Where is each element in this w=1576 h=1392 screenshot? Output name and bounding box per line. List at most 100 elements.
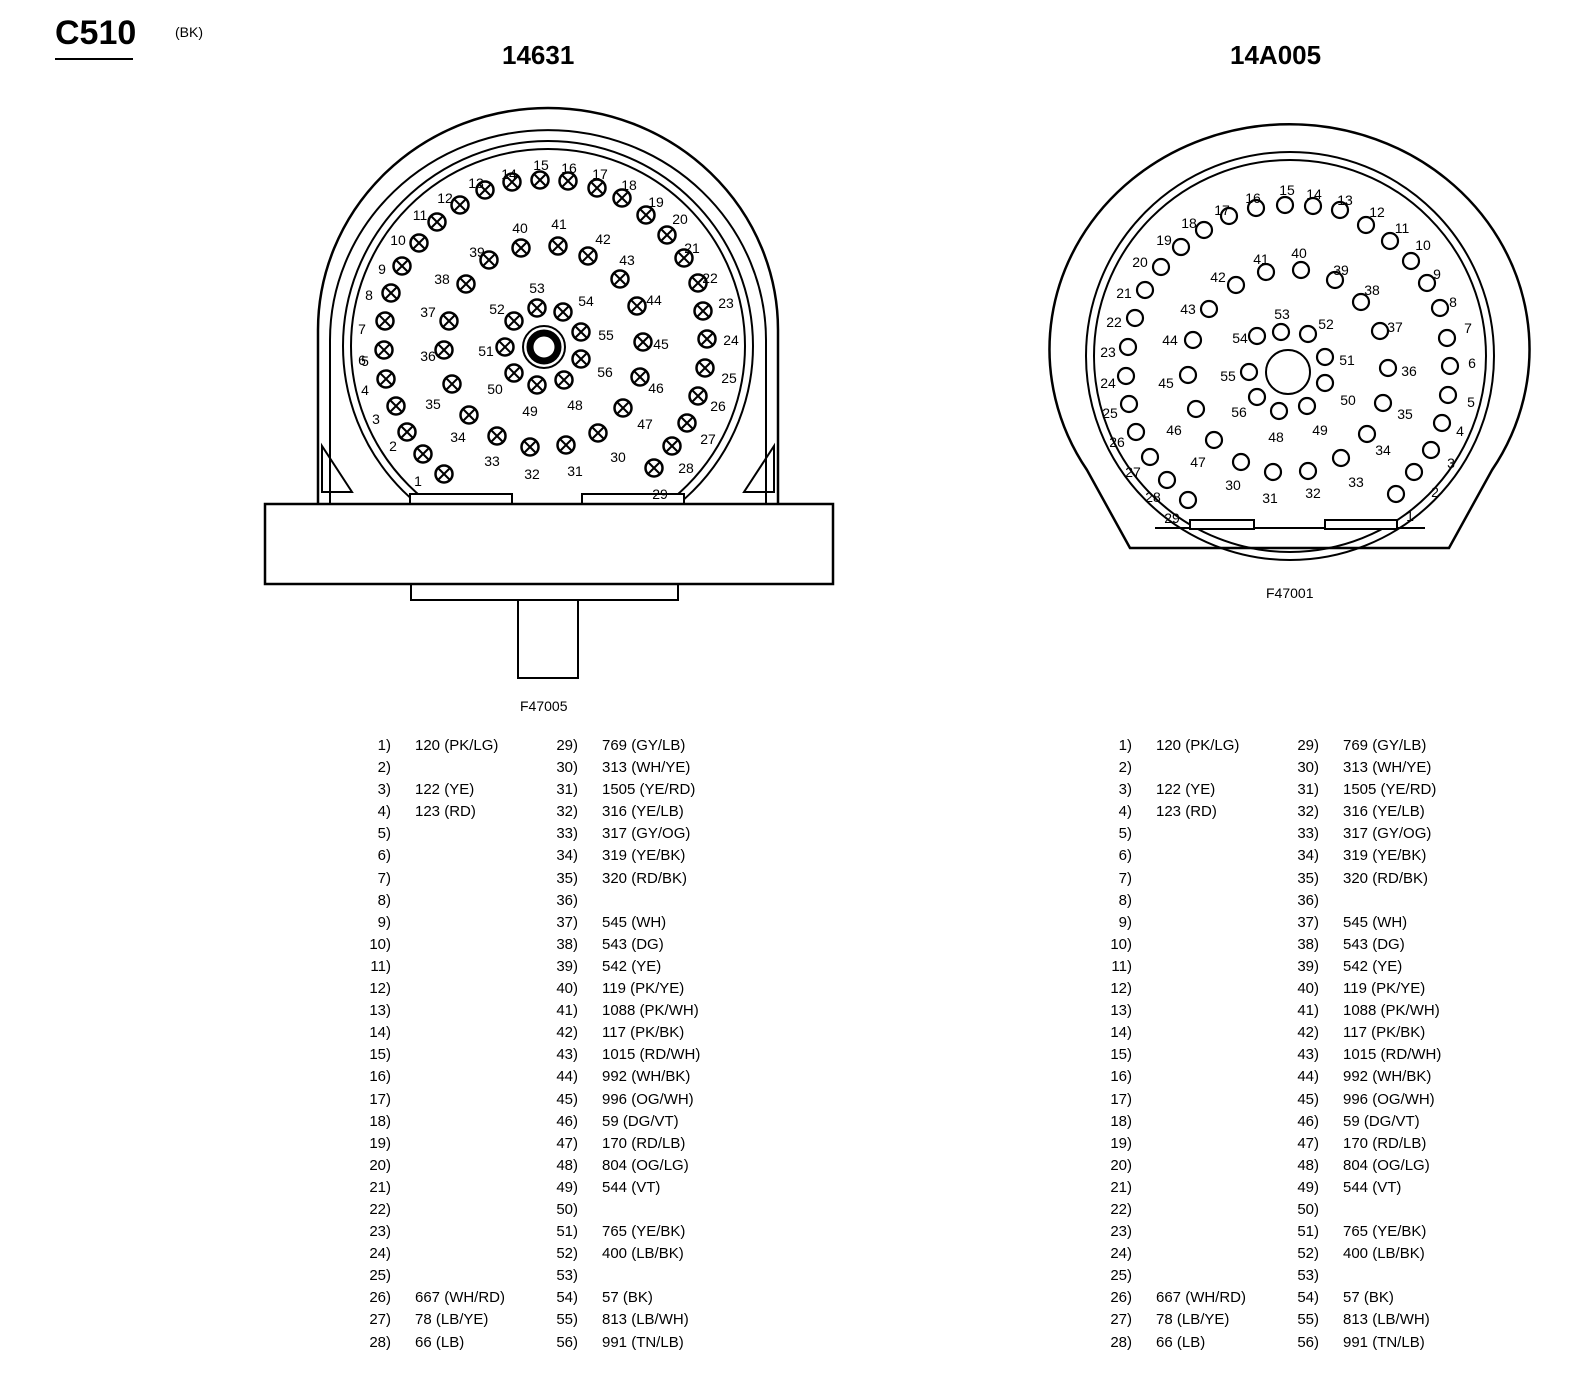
pin-cross-mark [430,215,444,229]
pin-label: 38 [434,271,450,287]
pinout-row: 12) [353,978,505,1000]
pin-label: 20 [672,211,688,227]
pinout-row: 45)996 (OG/WH) [540,1089,700,1111]
pin-number: 33) [556,825,578,843]
pin-number: 47) [556,1134,578,1152]
pin-circuit: 544 (VT) [1343,1178,1402,1196]
pin-number: 5) [1118,825,1132,843]
pin-terminal: 9 [378,256,412,277]
pin-terminal: 56 [571,349,613,380]
pin-cross-mark [498,340,512,354]
pin-label: 19 [1156,232,1172,248]
pin-terminal: 28 [662,436,694,476]
pin-cross-mark [379,372,393,386]
pin-terminal: 35 [425,374,462,412]
pin-label: 1 [1406,508,1414,524]
pinout-row: 48)804 (OG/LG) [1281,1155,1441,1177]
pinout-row: 50) [540,1199,700,1221]
pin-number: 20) [1110,1156,1132,1174]
pin-terminal: 14 [501,166,522,192]
pin-socket-icon [1116,366,1136,386]
pin-socket-icon [1351,292,1371,312]
pin-terminal: 30 [588,423,626,465]
pinout-row: 9) [1094,912,1246,934]
pin-terminal: 1 [1386,484,1414,524]
pin-circuit: 313 (WH/YE) [602,759,691,777]
pin-circuit: 122 (YE) [415,781,475,799]
pin-socket-icon [1297,396,1317,416]
pin-label: 48 [567,397,583,413]
pin-label: 22 [702,270,718,286]
pin-number: 49) [1297,1178,1319,1196]
pin-socket-icon [1140,447,1160,467]
pin-label: 36 [1401,363,1417,379]
pinout-row: 18) [353,1111,505,1133]
pin-terminal: 2 [389,438,433,464]
pin-circuit: 319 (YE/BK) [602,847,686,865]
pinout-row: 42)117 (PK/BK) [540,1022,700,1044]
pin-terminal: 17 [587,166,608,198]
pin-number: 30) [556,759,578,777]
pin-terminal: 2 [1404,462,1439,500]
pin-cross-mark [459,277,473,291]
pin-number: 16) [369,1068,391,1086]
pinout-row: 55)813 (LB/WH) [1281,1309,1441,1331]
pin-terminal: 37 [1370,319,1403,341]
pinout-row: 22) [353,1199,505,1221]
pinout-row: 14) [1094,1022,1246,1044]
pin-number: 45) [1297,1090,1319,1108]
pinout-row: 56)991 (TN/LB) [1281,1332,1441,1354]
connector-color: (BK) [175,24,203,40]
pin-number: 52) [556,1245,578,1263]
pin-terminal: 23 [693,295,734,321]
pinout-row: 53) [540,1265,700,1287]
pin-number: 10) [1110,935,1132,953]
pin-circuit: 804 (OG/LG) [1343,1156,1430,1174]
pin-number: 12) [369,980,391,998]
pin-circuit: 319 (YE/BK) [1343,847,1427,865]
pinout-row: 34)319 (YE/BK) [540,845,700,867]
pin-terminal: 32 [520,437,540,482]
title-underline [55,58,133,60]
pin-number: 30) [1297,759,1319,777]
pinout-row: 33)317 (GY/OG) [540,823,700,845]
pin-circuit: 813 (LB/WH) [602,1311,689,1329]
pin-terminal: 55 [1220,362,1259,384]
pin-number: 50) [1297,1200,1319,1218]
pin-cross-mark [647,461,661,475]
pin-number: 11) [370,957,391,975]
pin-terminal: 3 [372,411,417,442]
pin-number: 46) [556,1112,578,1130]
pinout-row: 28)66 (LB) [1094,1332,1246,1354]
pin-circuit: 320 (RD/BK) [602,869,688,887]
pin-label: 31 [567,463,583,479]
pin-circuit: 544 (VT) [602,1178,661,1196]
pin-number: 14) [1110,1024,1132,1042]
pin-circuit: 120 (PK/LG) [415,737,499,754]
pin-circuit: 170 (RD/LB) [1343,1134,1427,1152]
pinout-row: 28)66 (LB) [353,1332,505,1354]
pin-terminal: 9 [1417,266,1441,293]
pin-cross-mark [698,361,712,375]
pin-label: 51 [478,343,494,359]
pin-terminal: 54 [1232,326,1267,346]
pinout-row: 46)59 (DG/VT) [540,1111,700,1133]
connector-body-left [263,106,835,679]
pin-label: 43 [1180,301,1196,317]
pinout-row: 4)123 (RD) [353,801,505,823]
pinout-row: 4)123 (RD) [1094,801,1246,823]
pin-label: 29 [1164,510,1180,526]
pin-circuit: 543 (DG) [602,935,664,953]
pin-terminal: 50 [487,363,524,397]
pin-circuit: 1015 (RD/WH) [602,1046,701,1064]
pin-number: 39) [556,957,578,975]
pin-label: 49 [522,403,538,419]
pinout-row: 3)122 (YE) [1094,779,1246,801]
pinout-row: 31)1505 (YE/RD) [540,779,700,801]
pin-circuit: 400 (LB/BK) [1343,1245,1425,1263]
pin-terminal: 49 [522,375,547,419]
pin-cross-mark [453,198,467,212]
pin-terminal: 27 [1125,447,1160,480]
pin-terminal: 51 [478,337,515,359]
pin-number: 13) [369,1002,391,1020]
